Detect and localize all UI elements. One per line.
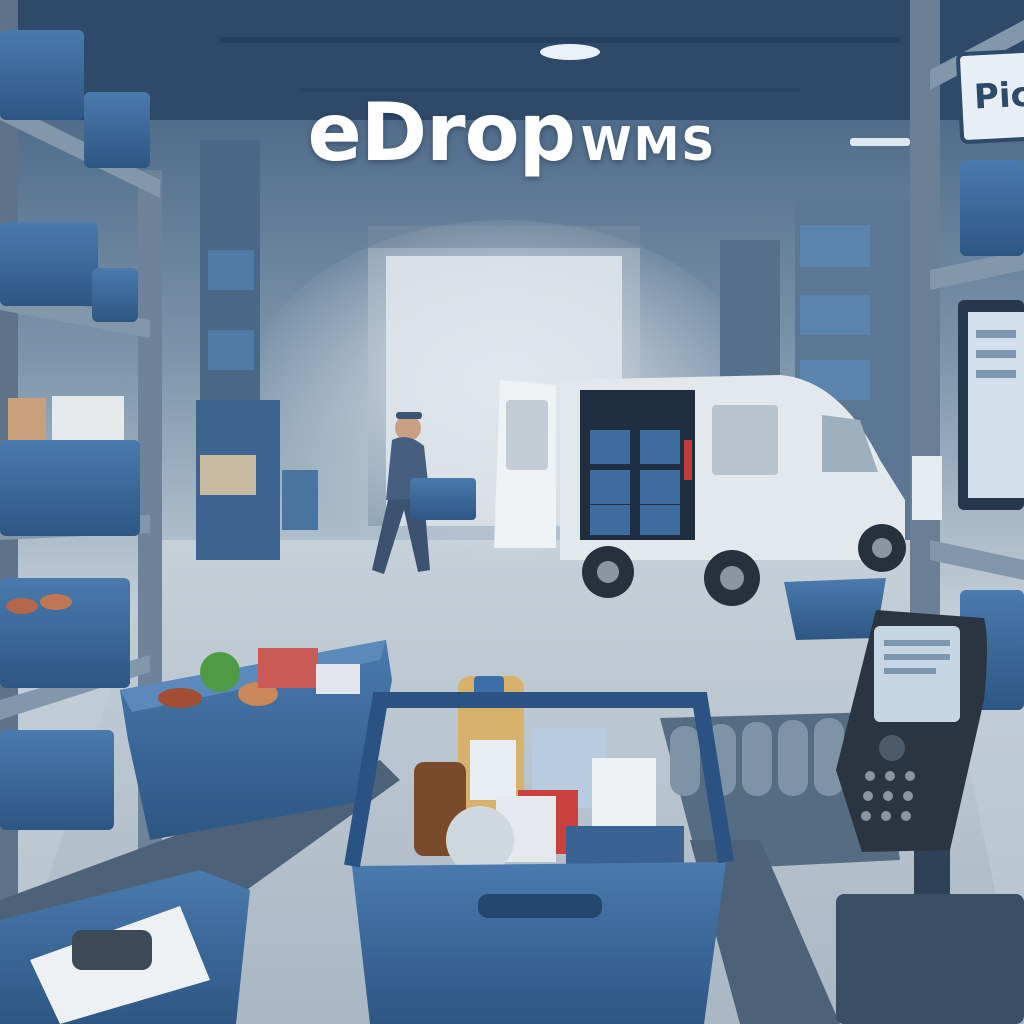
background-shelf-left [196, 140, 318, 560]
ceiling [0, 0, 1024, 120]
logo-suffix: WMS [580, 117, 717, 171]
center-bin [344, 676, 734, 1024]
warehouse-worker [372, 412, 476, 574]
logo-brand: eDrop [307, 86, 576, 179]
delivery-van [494, 375, 906, 606]
ceiling-light [540, 44, 600, 60]
handheld-scanner [836, 610, 1024, 1024]
bottom-left-bin [0, 870, 250, 1024]
ceiling-light-strip [850, 138, 910, 146]
produce-bin [120, 640, 392, 840]
floor-bin [784, 578, 886, 640]
foreground-shelf-left [0, 0, 162, 1024]
